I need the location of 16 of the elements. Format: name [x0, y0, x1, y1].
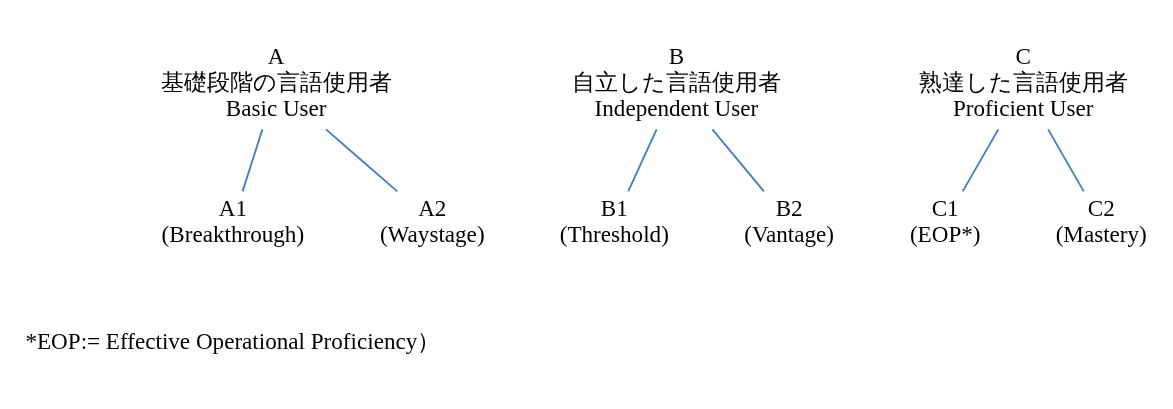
connector	[627, 128, 658, 193]
connector	[711, 128, 765, 193]
node-text: C1 (EOP*)	[909, 194, 981, 247]
connector	[1047, 128, 1085, 193]
node-text: A1 (Breakthrough)	[161, 194, 305, 247]
connector	[325, 128, 399, 193]
node-text: C2 (Mastery)	[1055, 194, 1147, 247]
node-text: B 自立した言語使用者 Independent User	[571, 43, 781, 122]
node-text: B2 (Vantage)	[744, 194, 835, 247]
connector	[241, 128, 264, 193]
node-text: C 熟達した言語使用者 Proficient User	[918, 43, 1128, 122]
label: *EOP:= Effective Operational Proficiency）	[25, 327, 441, 354]
node-text: A2 (Waystage)	[379, 194, 485, 247]
node-text: B1 (Threshold)	[559, 194, 669, 247]
connector	[961, 128, 1000, 193]
node-text: A 基礎段階の言語使用者 Basic User	[160, 43, 392, 122]
